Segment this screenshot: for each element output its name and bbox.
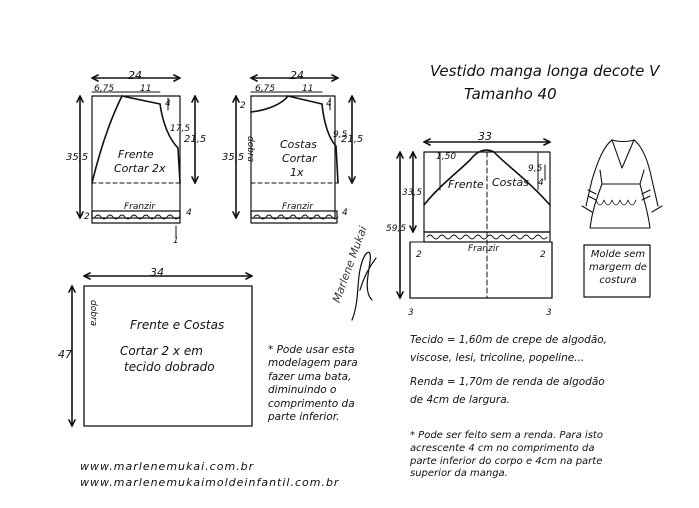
front-top-right: 11 (140, 84, 152, 94)
back-bodice-piece (232, 74, 356, 224)
sleeve-right-top: 9,5 (528, 164, 543, 174)
sleeve-label-front: Frente (448, 178, 484, 191)
sleeve-right-bottom: 2 (540, 250, 546, 260)
lace-note: * Pode ser feito sem a renda. Para isto … (410, 430, 603, 480)
front-label-1: Frente (118, 148, 154, 161)
sleeve-bottom-right: 3 (546, 308, 552, 318)
sleeve-height-b: 59,5 (386, 224, 407, 234)
front-bottom-left: 2 (84, 212, 90, 222)
signature-scribble (351, 251, 377, 321)
back-right-height: 21,5 (341, 134, 364, 145)
front-bodice-piece (76, 74, 199, 237)
sleeve-piece (396, 138, 553, 299)
title-line1: Vestido manga longa decote V (430, 62, 660, 80)
back-label-3: 1x (290, 166, 304, 179)
front-right-height: 21,5 (184, 134, 207, 145)
front-waist-label: Franzir (124, 202, 156, 212)
skirt-height: 47 (58, 348, 72, 361)
sleeve-top-width: 33 (478, 130, 492, 143)
back-bottom-right: 4 (342, 208, 348, 218)
model-note: Molde sem margem de costura (589, 249, 647, 286)
sleeve-cuff-label: Franzir (468, 244, 500, 254)
materials-line4: de 4cm de largura. (410, 394, 511, 406)
sleeve-right-small: 4 (538, 178, 544, 188)
back-label-1: Costas (280, 138, 317, 151)
back-fold-label: dobra (245, 136, 255, 163)
materials-line2: viscose, lesi, tricoline, popeline... (410, 352, 585, 364)
front-bottom-right: 4 (186, 208, 192, 218)
back-left-height: 35,5 (222, 152, 245, 163)
front-top-left: 6,75 (94, 84, 115, 94)
title-line2: Tamanho 40 (464, 85, 557, 103)
skirt-label-2: Cortar 2 x em (120, 344, 203, 358)
url-line1: www.marlenemukai.com.br (80, 460, 255, 473)
url-line2: www.marlenemukaimoldeinfantil.com.br (80, 476, 340, 489)
skirt-piece (68, 272, 253, 427)
skirt-width: 34 (150, 266, 164, 279)
front-label-2: Cortar 2x (114, 162, 166, 175)
front-neck-side: 4 (165, 99, 171, 109)
model-note-box (583, 244, 651, 298)
skirt-label-3: tecido dobrado (124, 360, 215, 374)
back-neck-left: 2 (240, 101, 246, 111)
back-top-width: 24 (290, 69, 304, 82)
skirt-label-1: Frente e Costas (130, 318, 225, 332)
back-neck-side: 4 (326, 99, 332, 109)
materials-line1: Tecido = 1,60m de crepe de algodão, (410, 334, 608, 346)
back-top-right: 11 (302, 84, 314, 94)
sleeve-label-back: Costas (492, 176, 529, 189)
sleeve-height-a: 33,5 (402, 188, 423, 198)
sleeve-left-bottom: 2 (416, 250, 422, 260)
dress-sketch (581, 139, 663, 229)
back-armhole: 9,5 (333, 130, 348, 140)
front-bottom-mark: 1 (173, 236, 179, 246)
bata-note: * Pode usar esta modelagem para fazer um… (268, 344, 358, 424)
front-top-width: 24 (128, 69, 142, 82)
skirt-fold-label: dobra (88, 300, 98, 327)
front-left-height: 35,5 (66, 152, 89, 163)
materials-line3: Renda = 1,70m de renda de algodão (410, 376, 605, 388)
back-top-left: 6,75 (255, 84, 276, 94)
front-armhole: 17,5 (170, 124, 191, 134)
back-label-2: Cortar (282, 152, 317, 165)
sleeve-left-top: 1,50 (436, 152, 457, 162)
sleeve-bottom-left: 3 (408, 308, 414, 318)
back-waist-label: Franzir (282, 202, 314, 212)
